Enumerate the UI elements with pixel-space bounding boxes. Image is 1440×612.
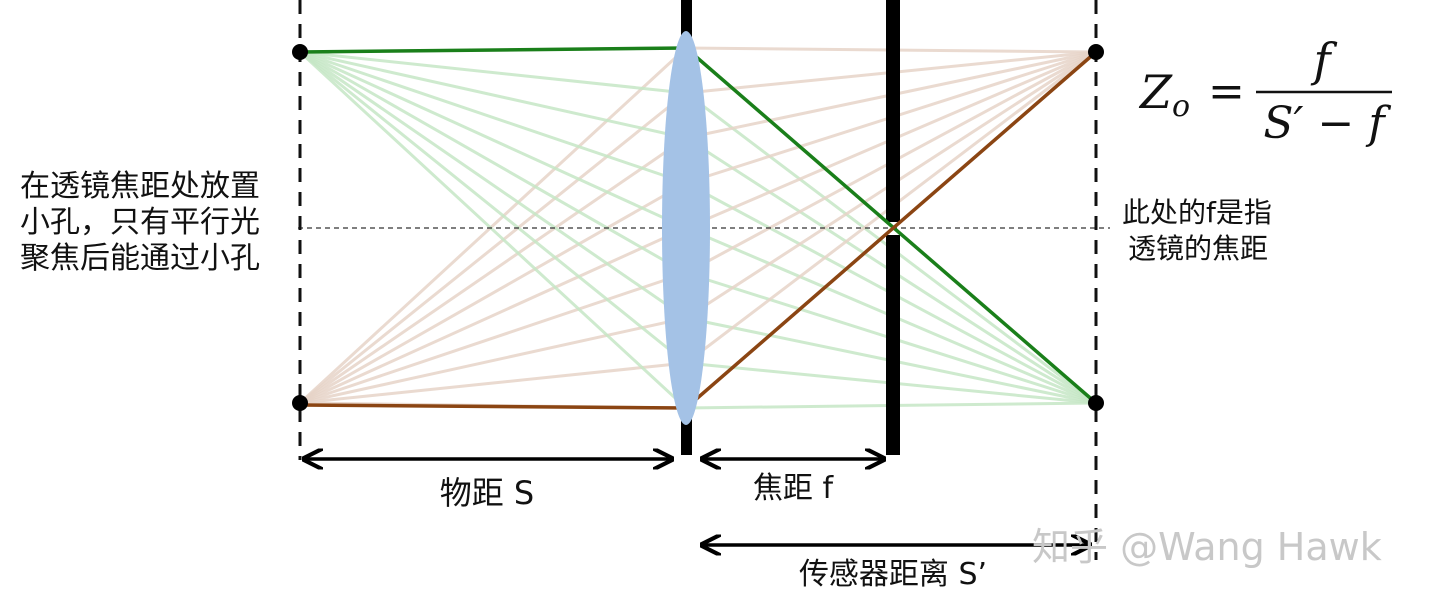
image-point-top <box>1088 44 1104 60</box>
faint-ray <box>299 316 687 405</box>
formula: Z o = f S′ − f <box>1138 33 1392 149</box>
formula-lhs-subscript: o <box>1172 89 1190 124</box>
faint-ray <box>299 361 687 405</box>
left-note-line: 小孔，只有平行光 <box>20 205 260 240</box>
sensor-distance-label: 传感器距离 S’ <box>799 557 987 592</box>
left-note-line: 在透镜焦距处放置 <box>20 169 260 204</box>
faint-ray <box>299 271 687 405</box>
object-distance-label: 物距 S <box>440 474 535 512</box>
formula-numerator: f <box>1310 33 1337 87</box>
focal-length-label: 焦距 f <box>753 471 835 506</box>
faint-ray <box>299 50 687 230</box>
object-point-top <box>292 44 308 60</box>
faint-ray <box>298 46 688 405</box>
lens <box>662 31 710 425</box>
object-point-bottom <box>292 395 308 411</box>
formula-denominator: S′ − f <box>1263 98 1391 149</box>
faint-ray <box>299 50 687 365</box>
faint-ray <box>299 226 687 405</box>
faint-ray <box>299 50 687 95</box>
faint-ray <box>298 50 688 410</box>
lens-barrier-bottom <box>681 415 692 455</box>
watermark: 知乎 @Wang Hawk <box>1032 525 1382 569</box>
faint-ray <box>299 50 687 320</box>
right-note: 此处的f是指 透镜的焦距 <box>1122 196 1272 265</box>
right-note-line: 此处的f是指 <box>1122 196 1272 229</box>
lens-barrier-top <box>681 0 692 40</box>
faint-ray <box>299 50 687 140</box>
formula-lhs-variable: Z <box>1138 65 1173 119</box>
faint-ray <box>299 91 687 405</box>
image-point-bottom <box>1088 395 1104 411</box>
faint-ray <box>299 50 687 185</box>
right-note-line: 透镜的焦距 <box>1128 232 1268 265</box>
left-note-line: 聚焦后能通过小孔 <box>20 241 260 276</box>
faint-ray <box>299 181 687 405</box>
faint-ray <box>299 136 687 405</box>
formula-equals: = <box>1208 66 1245 117</box>
aperture-plate-bottom <box>886 235 900 455</box>
faint-ray <box>299 50 687 275</box>
aperture-plate-top <box>886 0 900 222</box>
left-note: 在透镜焦距处放置 小孔，只有平行光 聚焦后能通过小孔 <box>20 169 260 276</box>
